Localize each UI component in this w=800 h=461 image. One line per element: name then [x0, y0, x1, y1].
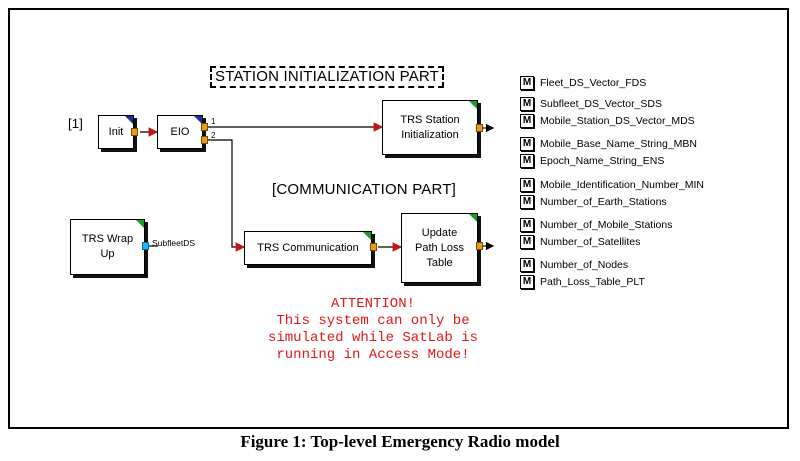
- memory-store-label: Mobile_Identification_Number_MIN: [540, 179, 704, 191]
- init-block[interactable]: Init: [98, 115, 134, 149]
- memory-store-item[interactable]: M Number_of_Satellites: [520, 235, 640, 249]
- block-corner-marker: [194, 116, 202, 124]
- memory-store-label: Fleet_DS_Vector_FDS: [540, 77, 647, 89]
- memory-store-label: Number_of_Nodes: [540, 259, 629, 271]
- update-path-loss-table-block[interactable]: Update Path Loss Table: [401, 213, 478, 283]
- update-output-port[interactable]: [476, 242, 483, 250]
- memory-store-item[interactable]: M Path_Loss_Table_PLT: [520, 275, 645, 289]
- eio-block[interactable]: EIO: [157, 115, 203, 149]
- memory-store-label: Number_of_Earth_Stations: [540, 196, 667, 208]
- trs-communication-label: TRS Communication: [257, 241, 359, 254]
- memory-store-label: Subfleet_DS_Vector_SDS: [540, 98, 662, 110]
- memory-store-item[interactable]: M Mobile_Identification_Number_MIN: [520, 178, 704, 192]
- block-corner-marker: [469, 214, 477, 222]
- memory-store-label: Number_of_Satellites: [540, 236, 641, 248]
- attention-line-3: simulated while SatLab is: [267, 330, 479, 346]
- block-corner-marker: [125, 116, 133, 124]
- attention-line-2: This system can only be: [276, 313, 470, 329]
- memory-store-icon: M: [520, 114, 534, 128]
- memory-store-item[interactable]: M Number_of_Earth_Stations: [520, 195, 667, 209]
- memory-store-item[interactable]: M Epoch_Name_String_ENS: [520, 154, 664, 168]
- init-block-label: Init: [108, 125, 124, 138]
- memory-store-item[interactable]: M Mobile_Station_DS_Vector_MDS: [520, 114, 695, 128]
- trs-station-output-port[interactable]: [476, 124, 483, 132]
- memory-store-icon: M: [520, 137, 534, 151]
- trs-station-initialization-label: TRS Station Initialization: [400, 113, 460, 141]
- trs-wrap-up-label: TRS Wrap Up: [81, 233, 134, 260]
- memory-store-icon: M: [520, 258, 534, 272]
- trs-communication-output-port[interactable]: [370, 243, 377, 251]
- figure-caption: Figure 1: Top-level Emergency Radio mode…: [240, 432, 560, 451]
- diagram-frame: [8, 8, 789, 429]
- trs-wrap-up-block[interactable]: TRS Wrap Up: [70, 219, 145, 275]
- station-initialization-heading: STATION INITIALIZATION PART: [210, 66, 445, 88]
- update-path-loss-table-label: Update Path Loss Table: [415, 226, 464, 269]
- trs-communication-block[interactable]: TRS Communication: [244, 231, 372, 265]
- memory-store-item[interactable]: M Mobile_Base_Name_String_MBN: [520, 137, 697, 151]
- memory-store-icon: M: [520, 178, 534, 192]
- index-label: [1]: [68, 116, 84, 131]
- memory-store-icon: M: [520, 154, 534, 168]
- eio-output-port-1[interactable]: [201, 123, 208, 131]
- communication-heading: [COMMUNICATION PART]: [272, 181, 456, 198]
- memory-store-item[interactable]: M Number_of_Mobile_Stations: [520, 218, 673, 232]
- subfleet-port-label: SubfleetDS: [152, 238, 195, 248]
- trs-station-initialization-block[interactable]: TRS Station Initialization: [382, 100, 478, 155]
- eio-port-2-label: 2: [211, 131, 216, 140]
- memory-store-icon: M: [520, 195, 534, 209]
- init-output-port[interactable]: [131, 128, 138, 136]
- memory-store-item[interactable]: M Number_of_Nodes: [520, 258, 628, 272]
- memory-store-label: Mobile_Base_Name_String_MBN: [540, 138, 697, 150]
- memory-store-icon: M: [520, 218, 534, 232]
- block-corner-marker: [469, 101, 477, 109]
- memory-store-label: Path_Loss_Table_PLT: [540, 276, 645, 288]
- trs-wrap-up-port[interactable]: [142, 242, 149, 250]
- memory-store-icon: M: [520, 275, 534, 289]
- attention-line-1: ATTENTION!: [330, 296, 415, 312]
- wire-eio-to-communication: [208, 139, 246, 252]
- eio-port-1-label: 1: [211, 117, 216, 126]
- attention-line-4: running in Access Mode!: [276, 347, 470, 363]
- memory-store-item[interactable]: M Fleet_DS_Vector_FDS: [520, 76, 646, 90]
- eio-output-port-2[interactable]: [201, 136, 208, 144]
- memory-store-icon: M: [520, 97, 534, 111]
- memory-store-icon: M: [520, 235, 534, 249]
- eio-block-label: EIO: [170, 125, 190, 138]
- memory-store-icon: M: [520, 76, 534, 90]
- memory-store-label: Number_of_Mobile_Stations: [540, 219, 673, 231]
- memory-store-label: Mobile_Station_DS_Vector_MDS: [540, 115, 695, 127]
- memory-store-label: Epoch_Name_String_ENS: [540, 155, 665, 167]
- block-corner-marker: [136, 220, 144, 228]
- memory-store-item[interactable]: M Subfleet_DS_Vector_SDS: [520, 97, 662, 111]
- block-corner-marker: [363, 232, 371, 240]
